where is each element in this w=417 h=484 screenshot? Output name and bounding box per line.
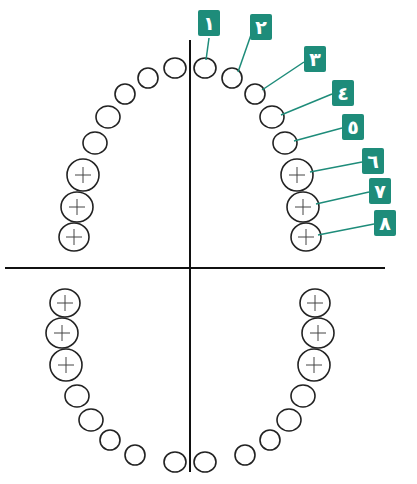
callout-number: ٧ <box>369 178 391 204</box>
callout-number: ٤ <box>332 80 354 106</box>
callout-number: ٣ <box>304 46 326 72</box>
callout-number: ٦ <box>362 148 384 174</box>
callout-number: ٥ <box>342 114 364 140</box>
callout-number: ٢ <box>250 14 272 40</box>
callout-number: ١ <box>198 10 220 36</box>
callout-number: ٨ <box>374 210 396 236</box>
